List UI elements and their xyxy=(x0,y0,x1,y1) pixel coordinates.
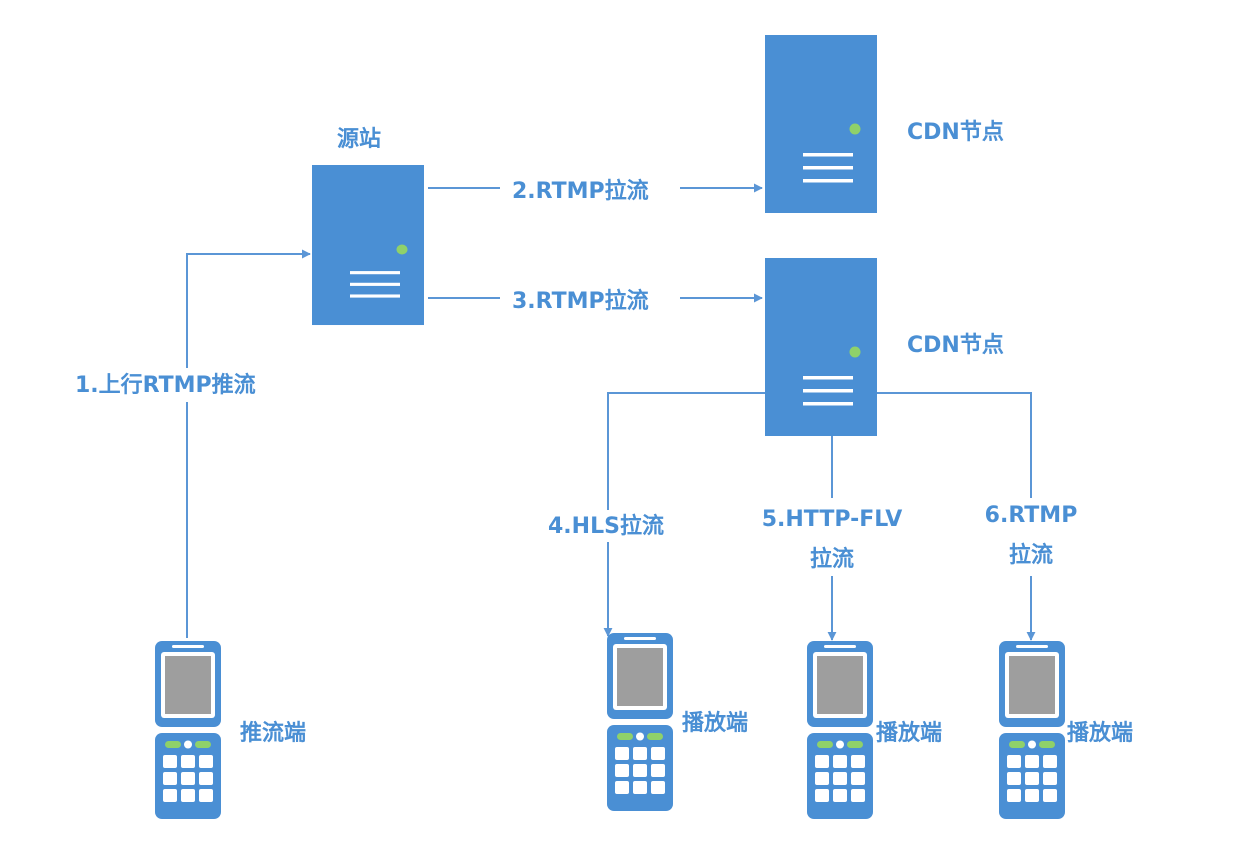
cdn-top-label: CDN节点 xyxy=(907,119,1004,145)
cdn-bottom-label: CDN节点 xyxy=(907,332,1004,358)
edge-pull-top-label: 2.RTMP拉流 xyxy=(512,178,649,204)
player-flv-label: 播放端 xyxy=(876,720,942,746)
edge-flv-label-line2: 拉流 xyxy=(810,546,854,572)
edge-push-line xyxy=(186,249,311,638)
player-rtmp-label: 播放端 xyxy=(1067,720,1133,746)
edge-pull-bottom-label: 3.RTMP拉流 xyxy=(512,288,649,314)
player-hls-label: 播放端 xyxy=(682,710,748,736)
cdn-server-top xyxy=(765,35,877,213)
origin-server-label: 源站 xyxy=(337,127,381,152)
player-rtmp-phone-icon xyxy=(999,641,1065,819)
cdn-server-bottom xyxy=(765,258,877,436)
edge-rtmp-label-line1: 6.RTMP xyxy=(985,503,1078,528)
origin-server xyxy=(312,165,424,326)
pusher-phone-icon xyxy=(155,641,221,819)
edge-push-label: 1.上行RTMP推流 xyxy=(75,372,256,398)
edge-rtmp-label-line2: 拉流 xyxy=(1009,542,1053,568)
player-hls-phone-icon xyxy=(607,633,673,811)
edge-flv-label-line1: 5.HTTP-FLV xyxy=(762,507,903,532)
edge-hls-line xyxy=(603,392,765,637)
player-flv-phone-icon xyxy=(807,641,873,819)
edge-hls-label: 4.HLS拉流 xyxy=(548,513,664,539)
pusher-label: 推流端 xyxy=(240,720,306,746)
